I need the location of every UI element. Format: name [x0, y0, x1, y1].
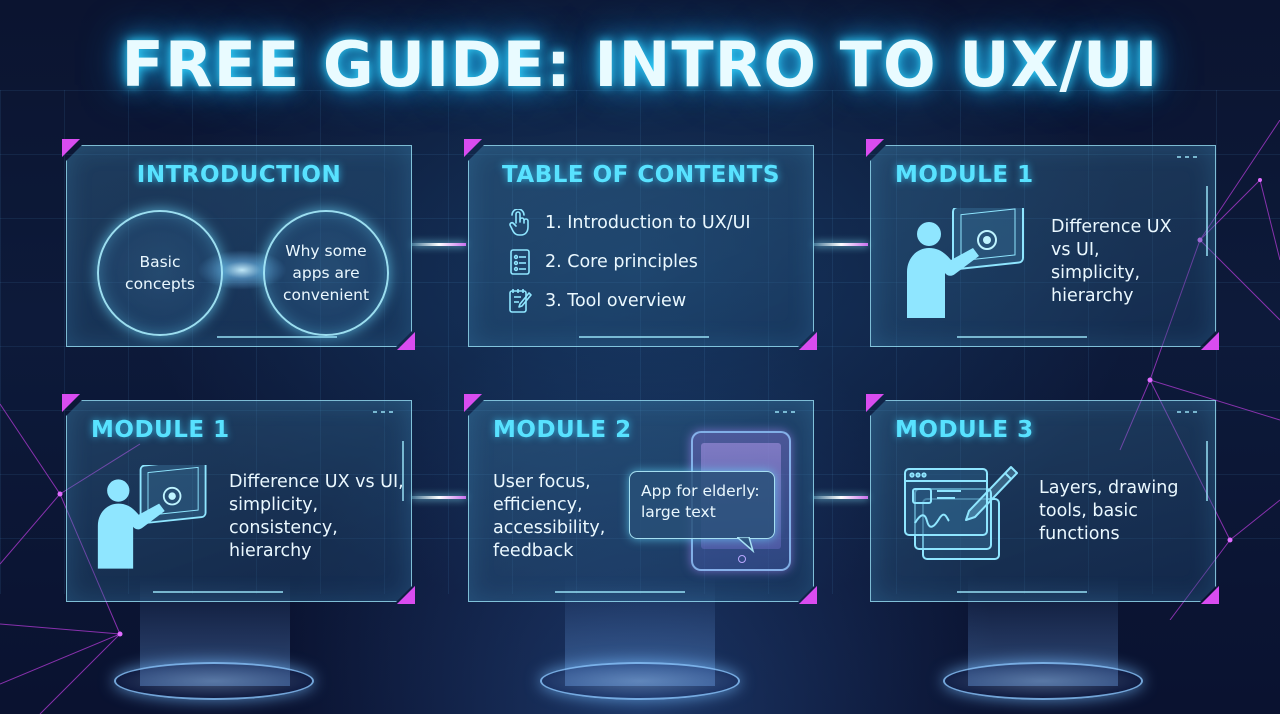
bubble-text: Basic concepts: [125, 253, 195, 293]
module-description: Difference UX vs UI, simplicity, consist…: [229, 472, 404, 561]
divider: [153, 591, 283, 593]
checklist-icon: [507, 248, 533, 276]
module2-card[interactable]: MODULE 2 User focus, efficiency, accessi…: [468, 400, 814, 602]
connector-intro-toc: [412, 243, 466, 246]
concept-bubble: Basic concepts: [97, 210, 223, 336]
module1-top-card[interactable]: MODULE 1 Difference UX vs UI, simplicity…: [870, 145, 1216, 347]
card-title: MODULE 3: [895, 417, 1034, 443]
module3-card[interactable]: MODULE 3 Layers, drawing tools, basic fu…: [870, 400, 1216, 602]
connector-toc-module1: [814, 243, 868, 246]
module-description: Layers, drawing tools, basic functions: [1039, 478, 1179, 544]
tap-hand-icon: [507, 209, 533, 237]
divider: [957, 336, 1087, 338]
hologram-stage-left: [114, 662, 314, 700]
module-description: Difference UX vs UI, simplicity, hierarc…: [1051, 217, 1172, 306]
speech-bubble-tail: [737, 537, 757, 553]
page-title: FREE GUIDE: INTRO TO UX/UI: [121, 28, 1159, 101]
speech-bubble-text: App for elderly: large text: [641, 482, 760, 521]
module1-bottom-card[interactable]: MODULE 1 Difference UX vs UI, simplicity…: [66, 400, 412, 602]
decorative-dots: [775, 411, 795, 413]
notepad-pen-icon: [507, 287, 533, 315]
decorative-tick: [1206, 186, 1208, 256]
decorative-tick: [1206, 441, 1208, 501]
card-title: TABLE OF CONTENTS: [502, 162, 780, 188]
hologram-stage-center: [540, 662, 740, 700]
toc-item-label: 3. Tool overview: [545, 291, 687, 311]
divider: [217, 336, 337, 338]
card-title: MODULE 1: [91, 417, 230, 443]
card-title: MODULE 2: [493, 417, 632, 443]
card-title: MODULE 1: [895, 162, 1034, 188]
introduction-card[interactable]: INTRODUCTION Basic concepts Why some app…: [66, 145, 412, 347]
design-tools-icon: [901, 465, 1021, 565]
tablet-home-button: [738, 555, 746, 563]
bubble-text: Why some apps are convenient: [282, 242, 370, 304]
speech-bubble: App for elderly: large text: [629, 471, 775, 539]
decorative-dots: [1177, 156, 1197, 158]
card-title: INTRODUCTION: [136, 162, 342, 188]
table-of-contents-card[interactable]: TABLE OF CONTENTS 1. Introduction to UX/…: [468, 145, 814, 347]
person-touchscreen-icon: [891, 208, 1031, 318]
divider: [579, 336, 709, 338]
module-description: User focus, efficiency, accessibility, f…: [493, 472, 606, 561]
connector-module1-module2: [412, 496, 466, 499]
toc-item-label: 1. Introduction to UX/UI: [545, 213, 751, 233]
person-touchscreen-icon: [83, 465, 213, 570]
toc-item[interactable]: 1. Introduction to UX/UI: [507, 209, 751, 237]
decorative-dots: [373, 411, 393, 413]
hologram-stage-right: [943, 662, 1143, 700]
divider: [555, 591, 685, 593]
toc-item-label: 2. Core principles: [545, 252, 698, 272]
divider: [957, 591, 1087, 593]
toc-item[interactable]: 2. Core principles: [507, 248, 698, 276]
concept-bubble: Why some apps are convenient: [263, 210, 389, 336]
decorative-dots: [1177, 411, 1197, 413]
decorative-tick: [402, 441, 404, 501]
connector-module2-module3: [814, 496, 868, 499]
toc-item[interactable]: 3. Tool overview: [507, 287, 686, 315]
